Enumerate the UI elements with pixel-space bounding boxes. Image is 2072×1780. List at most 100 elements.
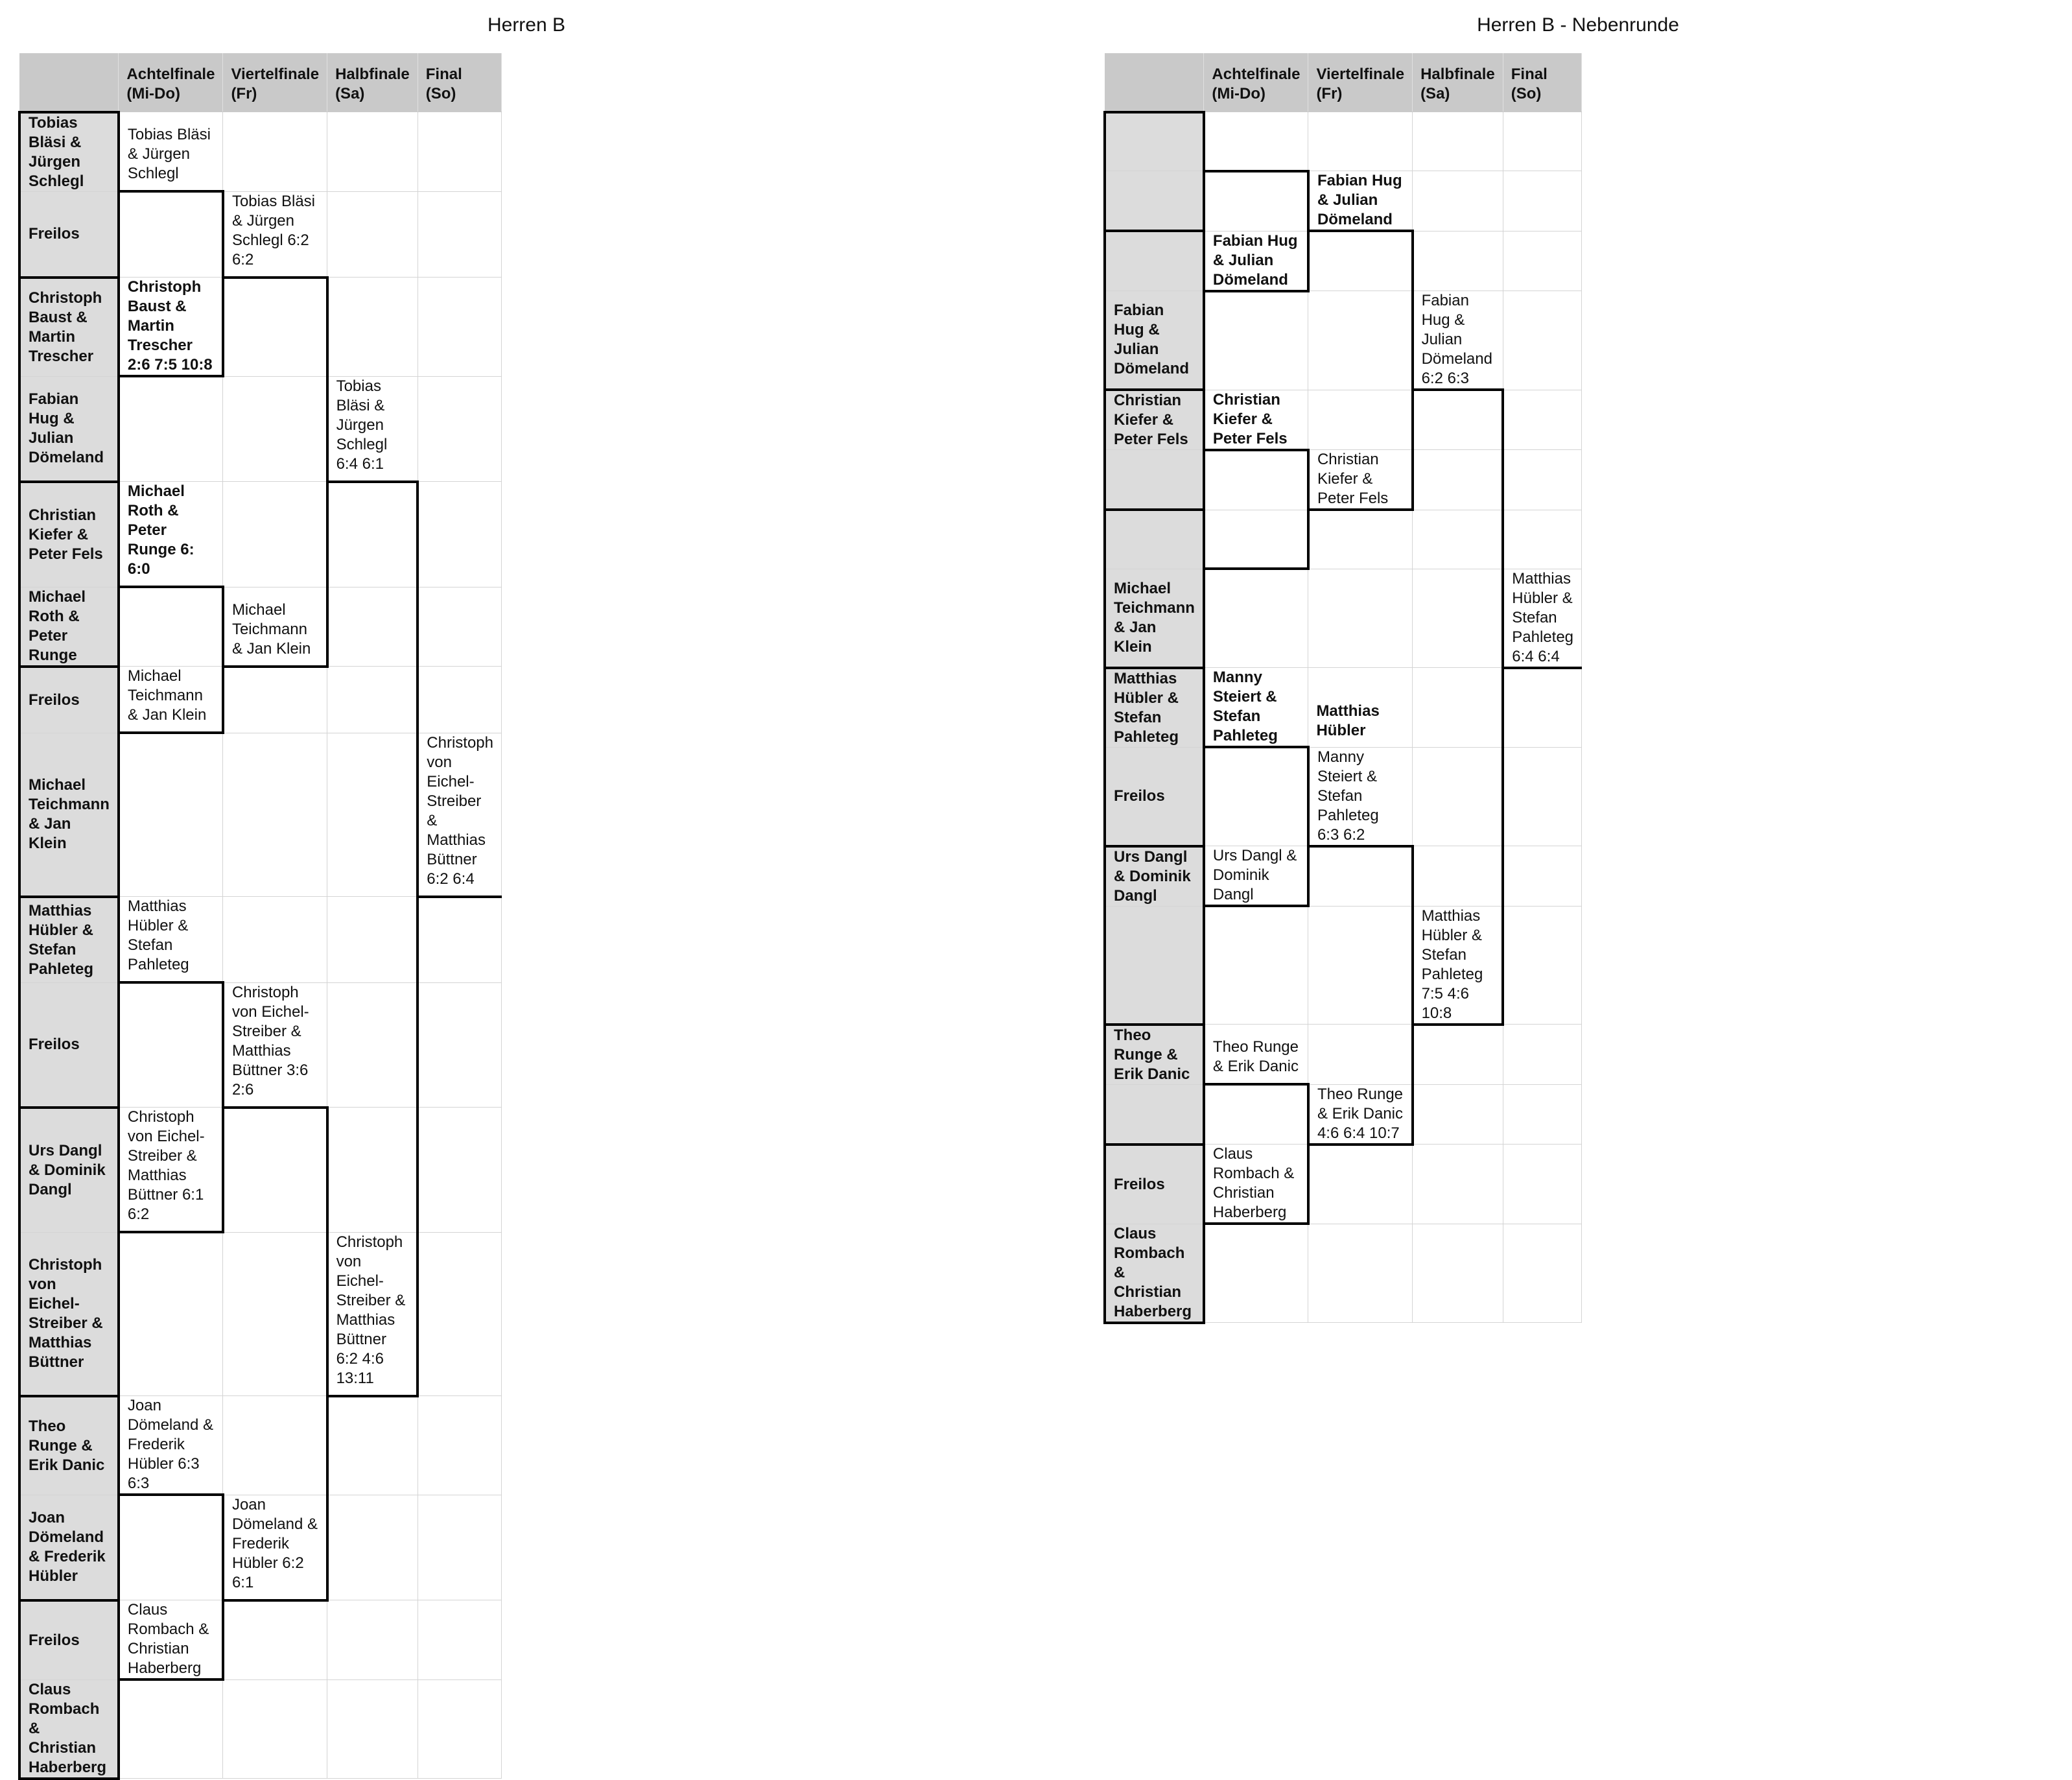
qf-cell[interactable] (222, 481, 329, 587)
team-cell[interactable]: Joan Dömeland & Frederik Hübler (18, 1494, 120, 1602)
r16-cell[interactable] (1203, 905, 1309, 1025)
r16-cell[interactable]: Christoph Baust & Martin Trescher 2:6 7:… (118, 277, 224, 377)
r16-cell[interactable]: Michael Roth & Peter Runge 6: 6:0 (118, 481, 224, 588)
qf-cell[interactable] (1308, 230, 1414, 291)
team-cell[interactable]: Michael Teichmann & Jan Klein (18, 732, 120, 898)
qf-cell[interactable] (1308, 1223, 1413, 1323)
sf-cell[interactable]: Tobias Bläsi & Jürgen Schlegl 6:4 6:1 (327, 375, 418, 483)
r16-cell[interactable]: Fabian Hug & Julian Dömeland (1203, 230, 1310, 292)
r16-cell[interactable] (1203, 1084, 1310, 1145)
qf-cell[interactable]: Matthias Hübler (1308, 667, 1413, 748)
qf-cell[interactable]: Fabian Hug & Julian Dömeland (1308, 171, 1413, 232)
header-team[interactable] (19, 53, 119, 112)
final-cell[interactable] (1502, 667, 1583, 748)
team-cell[interactable]: Christian Kiefer & Peter Fels (18, 481, 120, 587)
sf-cell[interactable] (327, 982, 419, 1108)
final-cell[interactable]: Christoph von Eichel-Streiber & Matthias… (417, 732, 502, 898)
final-cell[interactable] (1502, 1024, 1583, 1085)
r16-cell[interactable]: Claus Rombach & Christian Haberberg (118, 1600, 224, 1681)
qf-cell[interactable]: Manny Steiert & Stefan Pahleteg 6:3 6:2 (1308, 746, 1413, 848)
final-cell[interactable] (1502, 291, 1583, 390)
r16-cell[interactable] (1203, 568, 1309, 668)
r16-cell[interactable] (1203, 291, 1309, 390)
team-cell[interactable]: Theo Runge & Erik Danic (1103, 1024, 1205, 1085)
qf-cell[interactable] (222, 666, 328, 733)
sf-cell[interactable] (1412, 230, 1503, 291)
sf-cell[interactable] (327, 732, 419, 897)
r16-cell[interactable]: Manny Steiert & Stefan Pahleteg (1203, 667, 1309, 748)
final-cell[interactable] (1502, 1223, 1583, 1323)
team-cell[interactable]: Michael Teichmann & Jan Klein (1103, 568, 1205, 669)
final-cell[interactable] (417, 1107, 502, 1233)
sf-cell[interactable]: Fabian Hug & Julian Dömeland 6:2 6:3 (1412, 291, 1503, 391)
r16-cell[interactable] (118, 191, 224, 278)
sf-cell[interactable] (327, 1107, 419, 1233)
team-cell[interactable] (1103, 171, 1205, 232)
header-final[interactable]: Final (So) (417, 53, 502, 112)
qf-cell[interactable] (1308, 291, 1414, 390)
qf-cell[interactable] (222, 1231, 329, 1396)
final-cell[interactable] (417, 586, 502, 667)
header-qf[interactable]: Viertelfinale (Fr) (1308, 53, 1413, 112)
sf-cell[interactable] (327, 481, 419, 587)
qf-cell[interactable]: Christoph von Eichel-Streiber & Matthias… (222, 982, 328, 1109)
final-cell[interactable] (417, 277, 502, 377)
final-cell[interactable] (417, 982, 502, 1108)
final-cell[interactable] (1502, 230, 1583, 291)
qf-cell[interactable] (1308, 1024, 1414, 1085)
final-cell[interactable] (417, 1600, 502, 1680)
final-cell[interactable] (417, 191, 502, 278)
qf-cell[interactable]: Joan Dömeland & Frederik Hübler 6:2 6:1 (222, 1494, 329, 1602)
sf-cell[interactable]: Christoph von Eichel-Streiber & Matthias… (327, 1231, 419, 1397)
final-cell[interactable] (417, 1679, 502, 1779)
final-cell[interactable] (1502, 746, 1583, 846)
qf-cell[interactable]: Tobias Bläsi & Jürgen Schlegl 6:2 6:2 (222, 191, 328, 279)
sf-cell[interactable] (327, 1494, 418, 1600)
r16-cell[interactable] (1203, 746, 1310, 846)
final-cell[interactable] (417, 1494, 502, 1600)
team-cell[interactable] (1103, 509, 1205, 569)
r16-cell[interactable] (118, 1679, 224, 1779)
r16-cell[interactable]: Claus Rombach & Christian Haberberg (1203, 1144, 1310, 1225)
r16-cell[interactable]: Christoph von Eichel-Streiber & Matthias… (118, 1107, 224, 1233)
r16-cell[interactable] (1203, 112, 1309, 172)
qf-cell[interactable] (222, 732, 328, 897)
final-cell[interactable] (417, 1231, 502, 1396)
team-cell[interactable]: Claus Rombach & Christian Haberberg (1103, 1223, 1205, 1324)
qf-cell[interactable] (222, 375, 329, 482)
team-cell[interactable]: Christoph Baust & Martin Trescher (18, 277, 120, 377)
qf-cell[interactable] (1308, 905, 1414, 1025)
team-cell[interactable] (1103, 905, 1205, 1026)
r16-cell[interactable]: Christian Kiefer & Peter Fels (1203, 389, 1309, 451)
sf-cell[interactable] (327, 1395, 418, 1495)
qf-cell[interactable] (222, 1679, 328, 1779)
final-cell[interactable] (1502, 905, 1583, 1025)
qf-cell[interactable]: Theo Runge & Erik Danic 4:6 6:4 10:7 (1308, 1084, 1414, 1146)
team-cell[interactable]: Freilos (18, 666, 120, 733)
team-cell[interactable]: Christoph von Eichel-Streiber & Matthias… (18, 1231, 120, 1397)
header-r16[interactable]: Achtelfinale (Mi-Do) (1203, 53, 1309, 112)
final-cell[interactable] (1502, 1144, 1583, 1224)
sf-cell[interactable] (1412, 667, 1505, 748)
r16-cell[interactable]: Urs Dangl & Dominik Dangl (1203, 846, 1310, 907)
header-r16[interactable]: Achtelfinale (Mi-Do) (118, 53, 224, 112)
sf-cell[interactable]: Matthias Hübler & Stefan Pahleteg 7:5 4:… (1412, 905, 1505, 1026)
qf-cell[interactable] (1308, 1144, 1413, 1224)
sf-cell[interactable] (327, 586, 419, 667)
final-cell[interactable] (1502, 846, 1583, 907)
final-cell[interactable] (417, 896, 502, 983)
sf-cell[interactable] (327, 896, 419, 983)
qf-cell[interactable] (222, 1107, 329, 1233)
r16-cell[interactable]: Tobias Bläsi & Jürgen Schlegl (118, 112, 224, 193)
r16-cell[interactable] (118, 982, 224, 1108)
final-cell[interactable] (417, 375, 502, 482)
sf-cell[interactable] (1412, 1084, 1503, 1145)
team-cell[interactable]: Matthias Hübler & Stefan Pahleteg (18, 896, 120, 983)
team-cell[interactable] (1103, 230, 1205, 291)
sf-cell[interactable] (327, 191, 418, 278)
qf-cell[interactable] (1308, 568, 1413, 668)
r16-cell[interactable] (1203, 449, 1310, 510)
team-cell[interactable]: Freilos (18, 982, 120, 1109)
team-cell[interactable]: Freilos (1103, 1144, 1205, 1224)
sf-cell[interactable] (1412, 1223, 1503, 1323)
